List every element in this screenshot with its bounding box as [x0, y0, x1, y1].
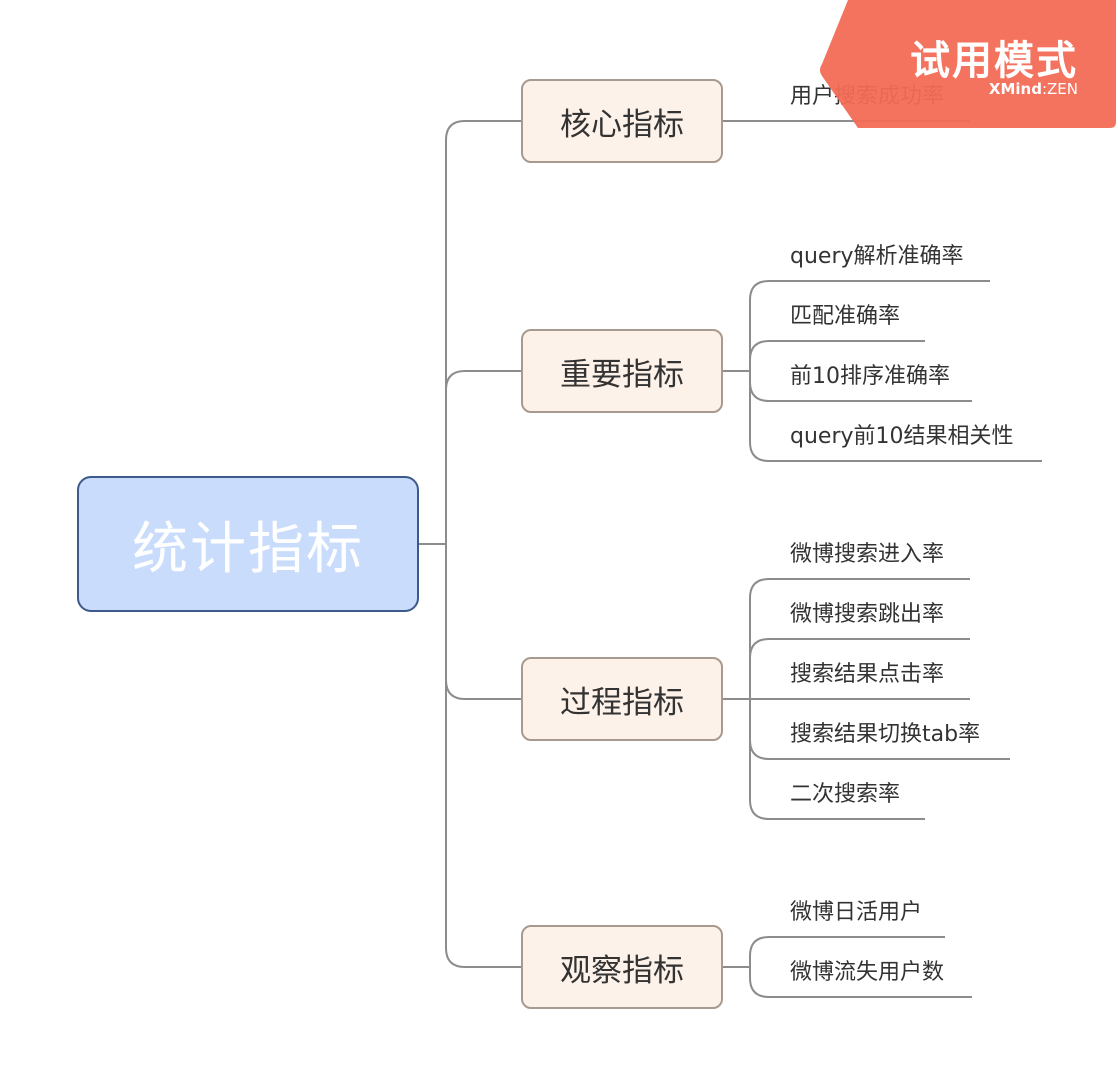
- branch-topic-process[interactable]: 过程指标: [521, 657, 723, 741]
- connector-leaf-3-0: [749, 936, 945, 957]
- branch-topic-label: 观察指标: [560, 952, 684, 989]
- leaf-topic[interactable]: 微博搜索进入率: [790, 542, 945, 567]
- watermark-edition: ZEN: [1047, 80, 1078, 98]
- root-topic[interactable]: 统计指标: [77, 476, 419, 612]
- leaf-topic[interactable]: 搜索结果切换tab率: [790, 722, 981, 747]
- leaf-topic[interactable]: 微博流失用户数: [790, 960, 945, 985]
- connector-leaf-1-1: [749, 340, 925, 361]
- watermark-badge-shape: [820, 0, 1116, 128]
- watermark-separator: :: [1041, 80, 1048, 98]
- leaf-topic[interactable]: query解析准确率: [790, 244, 964, 269]
- branch-topic-core[interactable]: 核心指标: [521, 79, 723, 163]
- root-topic-label: 统计指标: [132, 516, 364, 582]
- watermark-title: 试用模式: [910, 38, 1078, 84]
- connector-leaf-2-1: [749, 638, 970, 659]
- connector-leaf-1-3: [749, 441, 1042, 462]
- connector-branch-1: [445, 370, 521, 391]
- connector-branch-3: [445, 947, 521, 968]
- connector-leaf-3-1: [749, 977, 972, 998]
- connector-branch-0: [445, 120, 521, 141]
- watermark-brand: XMind:ZEN: [989, 80, 1078, 98]
- connector-leaf-2-0: [749, 578, 970, 599]
- connector-leaf-1-0: [749, 280, 990, 301]
- leaf-topic[interactable]: query前10结果相关性: [790, 424, 1014, 449]
- watermark-brand-name: XMind: [988, 80, 1042, 98]
- connector-branch-2: [445, 679, 521, 700]
- branch-topic-label: 核心指标: [560, 106, 684, 143]
- branch-topic-observe[interactable]: 观察指标: [521, 925, 723, 1009]
- branch-topic-label: 过程指标: [560, 684, 684, 721]
- leaf-topic[interactable]: 二次搜索率: [790, 782, 901, 807]
- branch-topic-important[interactable]: 重要指标: [521, 329, 723, 413]
- leaf-topic[interactable]: 前10排序准确率: [790, 364, 950, 389]
- leaf-topic[interactable]: 微博日活用户: [790, 900, 923, 925]
- leaf-topic[interactable]: 匹配准确率: [790, 304, 901, 329]
- connector-leaf-2-4: [749, 799, 925, 820]
- leaf-topic[interactable]: 搜索结果点击率: [790, 662, 945, 687]
- branch-topic-label: 重要指标: [560, 356, 684, 393]
- leaf-topic[interactable]: 微博搜索跳出率: [790, 602, 945, 627]
- trial-mode-watermark[interactable]: 试用模式 XMind:ZEN: [818, 0, 1116, 128]
